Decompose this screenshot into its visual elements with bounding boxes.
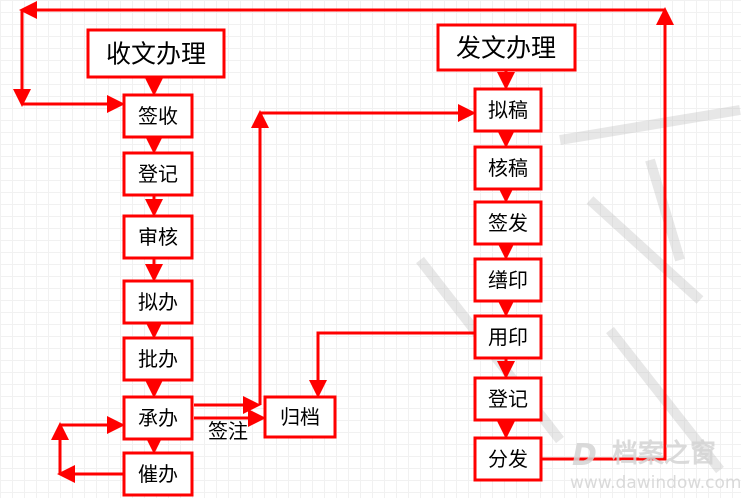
receive-title: 收文办理	[106, 40, 206, 69]
step-label: 签收	[138, 104, 178, 128]
step-distribute: 分发	[473, 436, 543, 482]
send-title-box: 发文办理	[436, 23, 577, 72]
step-label: 归档	[280, 405, 320, 429]
loop-distribute-up	[541, 7, 674, 461]
step-sign-receive: 签收	[122, 93, 194, 139]
step-handle: 承办	[122, 395, 194, 441]
step-label: 审核	[138, 225, 178, 249]
step-label: 批办	[138, 347, 178, 371]
step-seal: 用印	[473, 314, 543, 360]
step-label: 拟稿	[488, 98, 528, 122]
step-label: 分发	[488, 447, 528, 471]
connectors	[13, 1, 674, 483]
send-title: 发文办理	[456, 34, 556, 63]
step-label: 登记	[488, 387, 528, 411]
step-print: 缮印	[473, 257, 543, 303]
step-archive: 归档	[263, 395, 337, 439]
step-sign-issue: 签发	[473, 200, 543, 246]
step-register-send: 登记	[473, 376, 543, 422]
step-urge: 催办	[122, 451, 194, 497]
background-seal-watermark	[416, 105, 741, 474]
step-approve: 批办	[122, 336, 194, 382]
step-label: 核稿	[488, 156, 528, 180]
watermark: D 档案之窗 www.dawindow.com	[570, 438, 741, 493]
step-label: 催办	[138, 462, 178, 486]
step-register: 登记	[122, 151, 194, 197]
watermark-url: www.dawindow.com	[570, 473, 741, 493]
step-label: 拟办	[138, 290, 178, 314]
step-review: 审核	[122, 214, 194, 260]
step-label: 承办	[138, 406, 178, 430]
step-propose: 拟办	[122, 279, 194, 325]
arrow-seal-to-archive	[309, 331, 475, 398]
step-check-draft: 核稿	[473, 145, 543, 191]
step-label: 登记	[138, 162, 178, 186]
watermark-d-logo-icon: D	[572, 438, 597, 473]
step-label: 用印	[488, 325, 528, 349]
step-label: 缮印	[488, 268, 528, 292]
annotation-label: 签注	[208, 419, 248, 443]
watermark-logo-text: 档案之窗	[612, 438, 716, 469]
step-draft: 拟稿	[473, 87, 543, 133]
step-label: 签发	[488, 211, 528, 235]
receive-title-box: 收文办理	[86, 28, 226, 79]
